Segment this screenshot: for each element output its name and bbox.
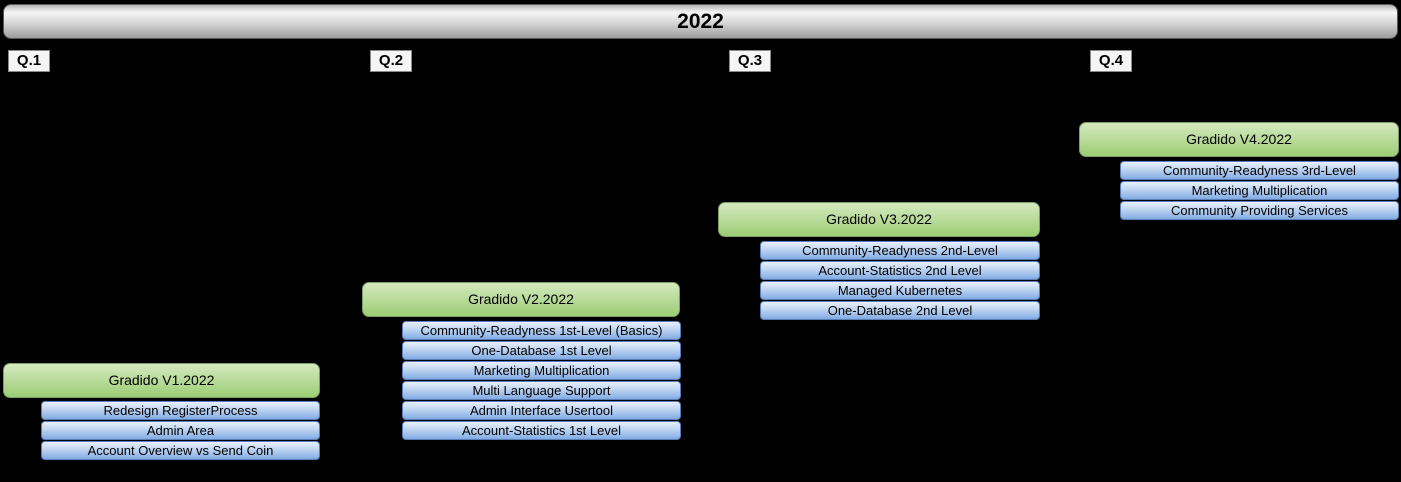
feature-item: Account Overview vs Send Coin — [41, 441, 320, 460]
release-box-v2: Gradido V2.2022 — [362, 282, 680, 317]
feature-item: Marketing Multiplication — [402, 361, 681, 380]
feature-item: Community-Readyness 1st-Level (Basics) — [402, 321, 681, 340]
feature-item: Account-Statistics 1st Level — [402, 421, 681, 440]
feature-item: One-Database 1st Level — [402, 341, 681, 360]
quarter-label-q1: Q.1 — [8, 50, 50, 72]
feature-item: Community Providing Services — [1120, 201, 1399, 220]
year-title-bar: 2022 — [3, 4, 1398, 39]
feature-item: Account-Statistics 2nd Level — [760, 261, 1040, 280]
feature-item: Admin Interface Usertool — [402, 401, 681, 420]
release-box-v1: Gradido V1.2022 — [3, 363, 320, 398]
release-box-v4: Gradido V4.2022 — [1079, 122, 1399, 157]
feature-item: Managed Kubernetes — [760, 281, 1040, 300]
quarter-label-q3: Q.3 — [729, 50, 771, 72]
quarter-label-q4: Q.4 — [1090, 50, 1132, 72]
release-box-v3: Gradido V3.2022 — [718, 202, 1040, 237]
feature-item: Redesign RegisterProcess — [41, 401, 320, 420]
feature-item: Community-Readyness 3rd-Level — [1120, 161, 1399, 180]
feature-item: Community-Readyness 2nd-Level — [760, 241, 1040, 260]
feature-item: Admin Area — [41, 421, 320, 440]
feature-item: Marketing Multiplication — [1120, 181, 1399, 200]
feature-item: Multi Language Support — [402, 381, 681, 400]
feature-item: One-Database 2nd Level — [760, 301, 1040, 320]
quarter-label-q2: Q.2 — [370, 50, 412, 72]
